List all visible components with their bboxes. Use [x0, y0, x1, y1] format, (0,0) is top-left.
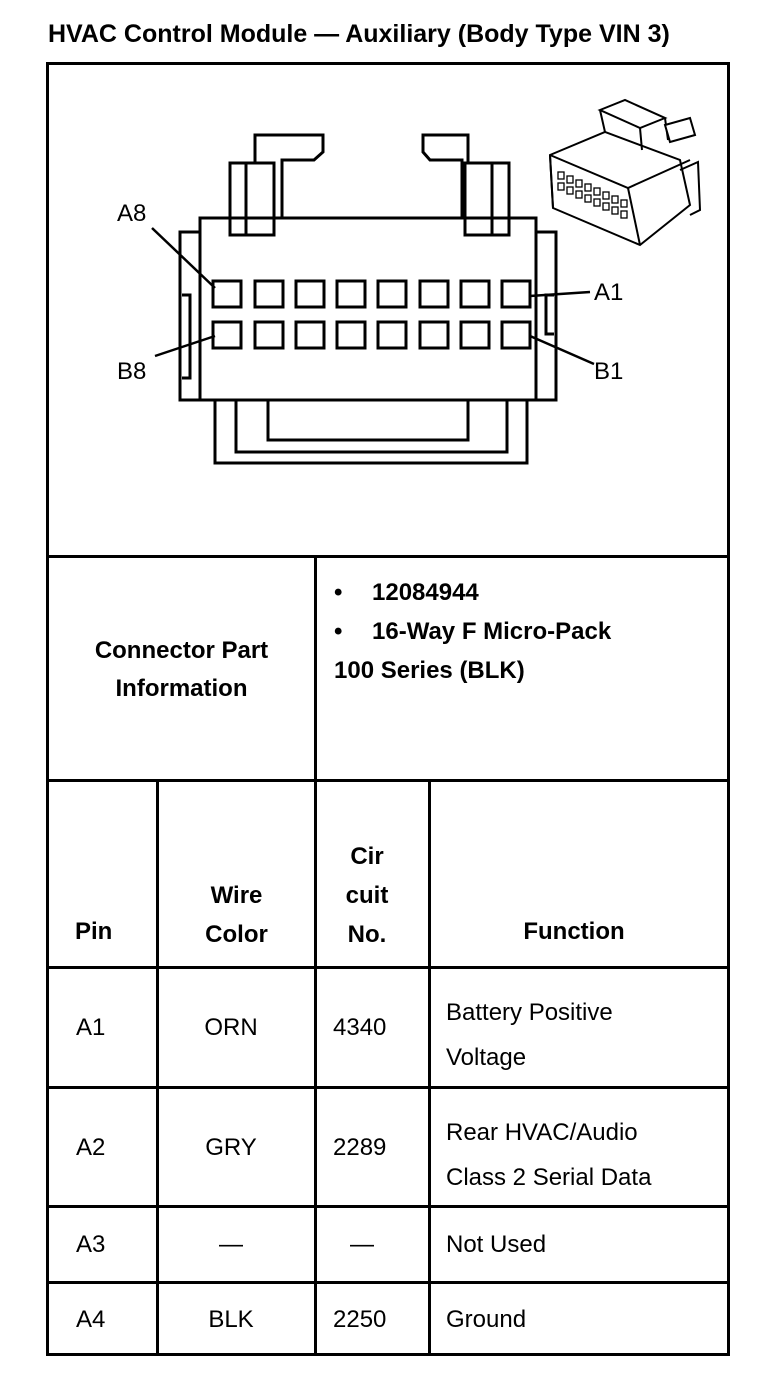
cavity-a4 [376, 279, 408, 309]
cavity-b2 [459, 320, 491, 350]
divider-info-col [314, 555, 317, 779]
part-number-line: • 12084944 [334, 573, 724, 612]
leader-b8 [154, 334, 216, 358]
row-a1-function: Battery Positive Voltage [446, 990, 613, 1080]
cavity-b6 [294, 320, 326, 350]
header-wire-color-1: Wire [210, 882, 263, 909]
header-wire-color-2: Color [205, 921, 268, 948]
row-a2-function-2: Class 2 Serial Data [446, 1164, 652, 1191]
row-a3-color: — [219, 1231, 243, 1258]
header-circuit-2: cuit [345, 882, 389, 909]
row-a2-circuit: 2289 [333, 1134, 387, 1161]
connector-info-values: • 12084944 • 16-Way F Micro-Pack 100 Serie… [334, 573, 724, 690]
row-a4-color: BLK [208, 1306, 254, 1333]
divider-diagram [46, 555, 730, 558]
leader-a1 [529, 290, 591, 298]
part-number: 12084944 [372, 579, 479, 606]
connector-info-label: Connector Part Information [49, 632, 314, 708]
connector-3d-illustration [548, 98, 702, 247]
divider-connector-info [46, 779, 730, 782]
divider-row-2 [46, 1205, 730, 1208]
header-pin: Pin [75, 918, 113, 945]
connector-diagram: A8 A1 B8 B1 [117, 98, 702, 465]
row-a1-color: ORN [204, 1014, 258, 1041]
connector-outer [178, 230, 202, 402]
cavity-b5 [335, 320, 367, 350]
row-a3-pin: A3 [76, 1231, 106, 1258]
right-tab-post [463, 161, 511, 237]
divider-col-1 [156, 779, 159, 1356]
bottom-key [213, 400, 529, 465]
bullet: • [334, 579, 343, 606]
header-circuit-1: Cir [350, 843, 384, 870]
row-a2-pin: A2 [76, 1134, 106, 1161]
header-function: Function [523, 918, 625, 945]
page-title: HVAC Control Module — Auxiliary (Body Ty… [48, 20, 670, 48]
connector-info-label-line1: Connector Part [94, 637, 269, 664]
leader-a8 [151, 227, 216, 289]
left-latch [253, 133, 325, 218]
left-tab-post [228, 161, 276, 237]
row-a4-function: Ground [446, 1306, 527, 1333]
divider-col-3 [428, 779, 431, 1356]
row-a2-function-1: Rear HVAC/Audio [446, 1119, 638, 1146]
row-a1-function-2: Voltage [446, 1044, 527, 1071]
connector-description-2: 100 Series (BLK) [334, 657, 525, 684]
connector-info-label-line2: Information [115, 675, 248, 702]
row-a4-pin: A4 [76, 1306, 106, 1333]
cavity-a6 [294, 279, 326, 309]
cavity-b8 [211, 320, 243, 350]
cavity-a7 [253, 279, 285, 309]
description-line: • 16-Way F Micro-Pack [334, 612, 724, 651]
pin-label-b1: B1 [594, 358, 623, 385]
divider-row-3 [46, 1281, 730, 1284]
leader-b1 [529, 334, 595, 366]
pin-label-b8: B8 [117, 358, 146, 385]
header-circuit-no: Cir cuit No. [317, 837, 417, 954]
cavity-a5 [335, 279, 367, 309]
row-a3-circuit: — [350, 1231, 374, 1258]
cavity-a1 [500, 279, 532, 309]
row-a1-function-1: Battery Positive [446, 999, 613, 1026]
cavity-a3 [418, 279, 450, 309]
row-a1-circuit: 4340 [333, 1014, 387, 1041]
divider-header [46, 966, 730, 969]
header-wire-color: Wire Color [159, 876, 314, 954]
row-a4-circuit: 2250 [333, 1306, 387, 1333]
cavity-a8 [211, 279, 243, 309]
row-a2-function: Rear HVAC/Audio Class 2 Serial Data [446, 1110, 651, 1200]
cavity-b4 [376, 320, 408, 350]
connector-outer-right [534, 230, 558, 402]
pin-label-a1: A1 [594, 279, 623, 306]
row-a1-pin: A1 [76, 1014, 106, 1041]
cavity-b7 [253, 320, 285, 350]
cavity-b3 [418, 320, 450, 350]
row-a3-function: Not Used [446, 1231, 547, 1258]
pin-label-a8: A8 [117, 200, 146, 227]
connector-housing [198, 216, 538, 402]
divider-row-1 [46, 1086, 730, 1089]
divider-col-2 [314, 779, 317, 1356]
row-a2-color: GRY [205, 1134, 257, 1161]
bullet: • [334, 618, 343, 645]
header-circuit-3: No. [347, 921, 387, 948]
cavity-b1 [500, 320, 532, 350]
cavity-a2 [459, 279, 491, 309]
right-latch [421, 133, 470, 218]
document-frame [46, 62, 730, 1356]
connector-description: 16-Way F Micro-Pack [372, 618, 612, 645]
